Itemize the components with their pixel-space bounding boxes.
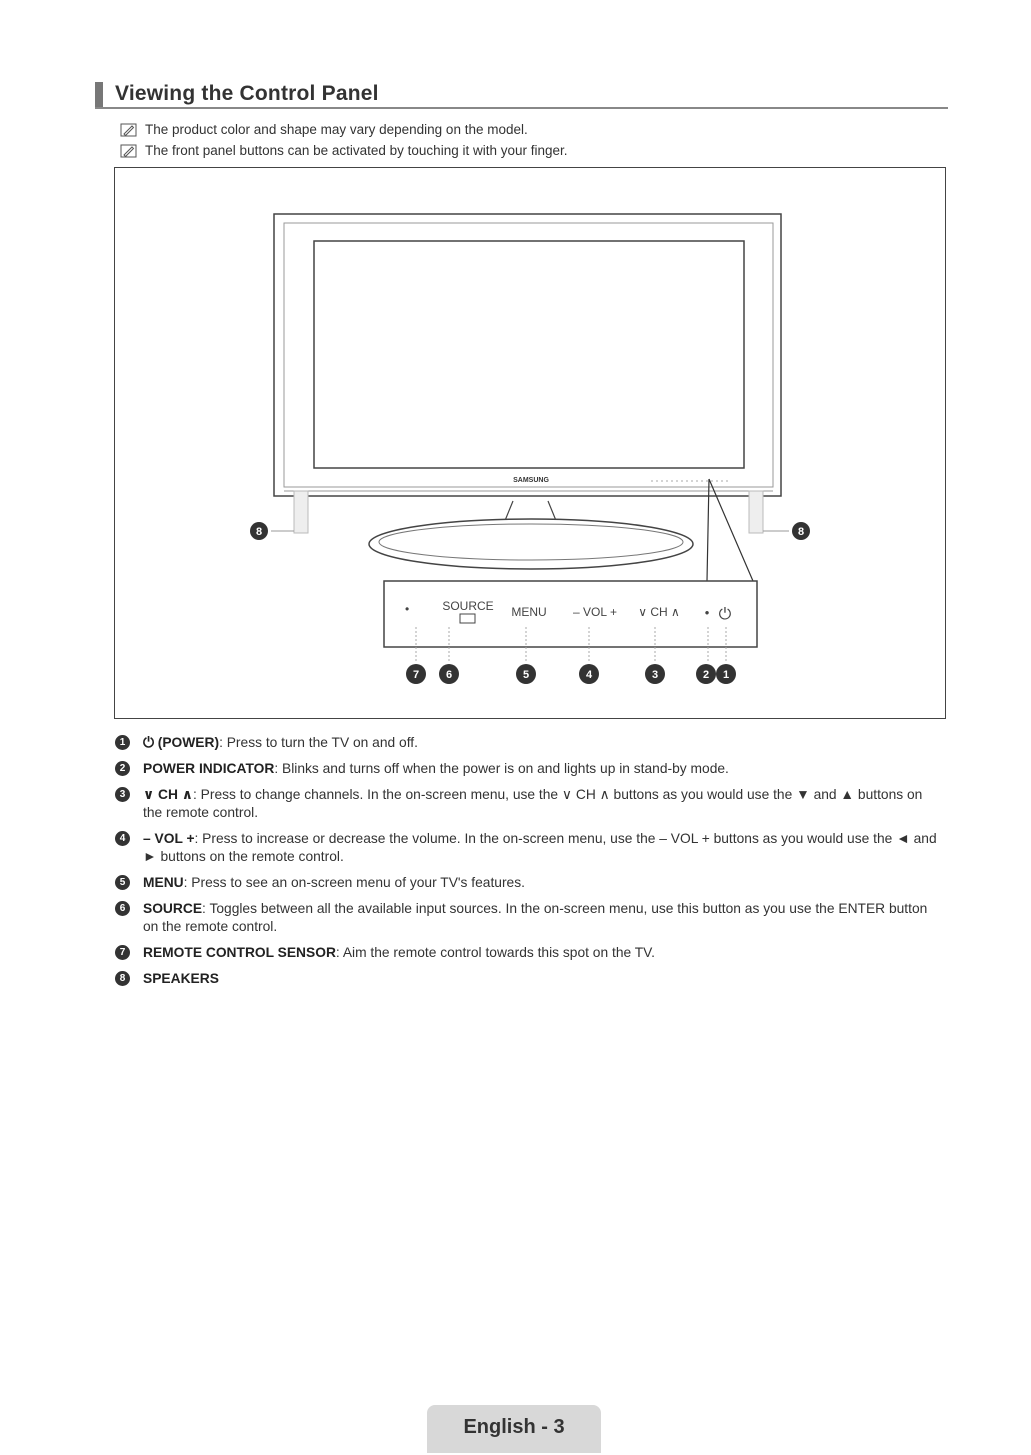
svg-text:4: 4 (586, 669, 593, 681)
item-number: 5 (115, 875, 130, 890)
page-number: English - 3 (463, 1416, 565, 1438)
list-item: 7 REMOTE CONTROL SENSOR: Aim the remote … (115, 944, 945, 962)
note-1: The product color and shape may vary dep… (120, 122, 528, 137)
note-text: The front panel buttons can be activated… (145, 143, 568, 158)
panel-source-icon (459, 613, 476, 624)
item-text: : Press to increase or decrease the volu… (143, 831, 937, 864)
list-item: 4 – VOL +: Press to increase or decrease… (115, 830, 945, 866)
item-number: 1 (115, 735, 130, 750)
callout-5 (516, 664, 536, 684)
callout-2 (696, 664, 716, 684)
callout-1 (716, 664, 736, 684)
item-number: 3 (115, 787, 130, 802)
svg-text:3: 3 (652, 669, 658, 681)
speaker-right (748, 490, 764, 534)
item-label: SPEAKERS (143, 971, 219, 986)
svg-text:1: 1 (723, 669, 729, 681)
svg-text:8: 8 (798, 526, 804, 538)
note-icon (120, 144, 137, 157)
item-text: : Toggles between all the available inpu… (143, 901, 928, 934)
panel-menu-label: MENU (511, 605, 546, 619)
power-icon: ⏻ (143, 735, 158, 750)
panel-source-label: SOURCE (442, 599, 493, 613)
list-item: 8 SPEAKERS (115, 970, 945, 988)
list-item: 1 ⏻ (POWER): Press to turn the TV on and… (115, 734, 945, 752)
item-label: MENU (143, 875, 184, 890)
brand-logo: SAMSUNG (513, 477, 549, 484)
callout-6 (439, 664, 459, 684)
item-label: – VOL + (143, 831, 195, 846)
svg-text:8: 8 (256, 526, 262, 538)
svg-text:•: • (705, 605, 710, 620)
callout-7 (406, 664, 426, 684)
item-label: POWER INDICATOR (143, 761, 275, 776)
item-text: : Press to change channels. In the on-sc… (143, 787, 923, 820)
svg-text:2: 2 (703, 669, 709, 681)
callout-8-left (250, 522, 268, 540)
list-item: 3 ∨ CH ∧: Press to change channels. In t… (115, 786, 945, 822)
list-item: 6 SOURCE: Toggles between all the availa… (115, 900, 945, 936)
item-text: : Aim the remote control towards this sp… (335, 945, 655, 960)
panel-ch-label: ∨ CH ∧ (638, 605, 680, 619)
item-number: 6 (115, 901, 130, 916)
item-number: 7 (115, 945, 130, 960)
list-item: 5 MENU: Press to see an on-screen menu o… (115, 874, 945, 892)
title-rule (95, 107, 948, 109)
tv-screen (313, 240, 745, 469)
speaker-left (293, 490, 309, 534)
list-item: 2 POWER INDICATOR: Blinks and turns off … (115, 760, 945, 778)
callout-4 (579, 664, 599, 684)
item-label: SOURCE (143, 901, 203, 916)
tv-illustration: SAMSUNG 8 8 • SOURCE MENU – VOL + ∨ CH ∧… (250, 213, 810, 684)
panel-vol-label: – VOL + (573, 605, 617, 619)
control-panel-diagram: SAMSUNG 8 8 • SOURCE MENU – VOL + ∨ CH ∧… (114, 167, 946, 719)
note-text: The product color and shape may vary dep… (145, 122, 528, 137)
page-title: Viewing the Control Panel (115, 82, 379, 105)
stand-base (368, 518, 694, 570)
item-text: : Blinks and turns off when the power is… (274, 761, 729, 776)
panel-power-icon: ⏻ (719, 604, 732, 623)
item-number: 4 (115, 831, 130, 846)
item-label: ∨ CH ∧ (143, 787, 194, 802)
item-number: 8 (115, 971, 130, 986)
svg-text:6: 6 (446, 669, 452, 681)
zoomed-control-panel (383, 580, 758, 648)
item-text: : Press to see an on-screen menu of your… (183, 875, 525, 890)
note-2: The front panel buttons can be activated… (120, 143, 568, 158)
item-label: (POWER) (157, 735, 220, 750)
section-marker (95, 82, 103, 107)
feature-list: 1 ⏻ (POWER): Press to turn the TV on and… (115, 734, 945, 996)
item-number: 2 (115, 761, 130, 776)
item-label: REMOTE CONTROL SENSOR (143, 945, 336, 960)
callout-3 (645, 664, 665, 684)
callout-8-right (792, 522, 810, 540)
svg-text:•: • (405, 602, 409, 616)
note-icon (120, 123, 137, 136)
svg-text:5: 5 (523, 669, 529, 681)
page-footer: English - 3 (427, 1405, 601, 1453)
svg-text:7: 7 (413, 669, 419, 681)
item-text: : Press to turn the TV on and off. (219, 735, 418, 750)
tv-frame-inner (283, 222, 774, 488)
